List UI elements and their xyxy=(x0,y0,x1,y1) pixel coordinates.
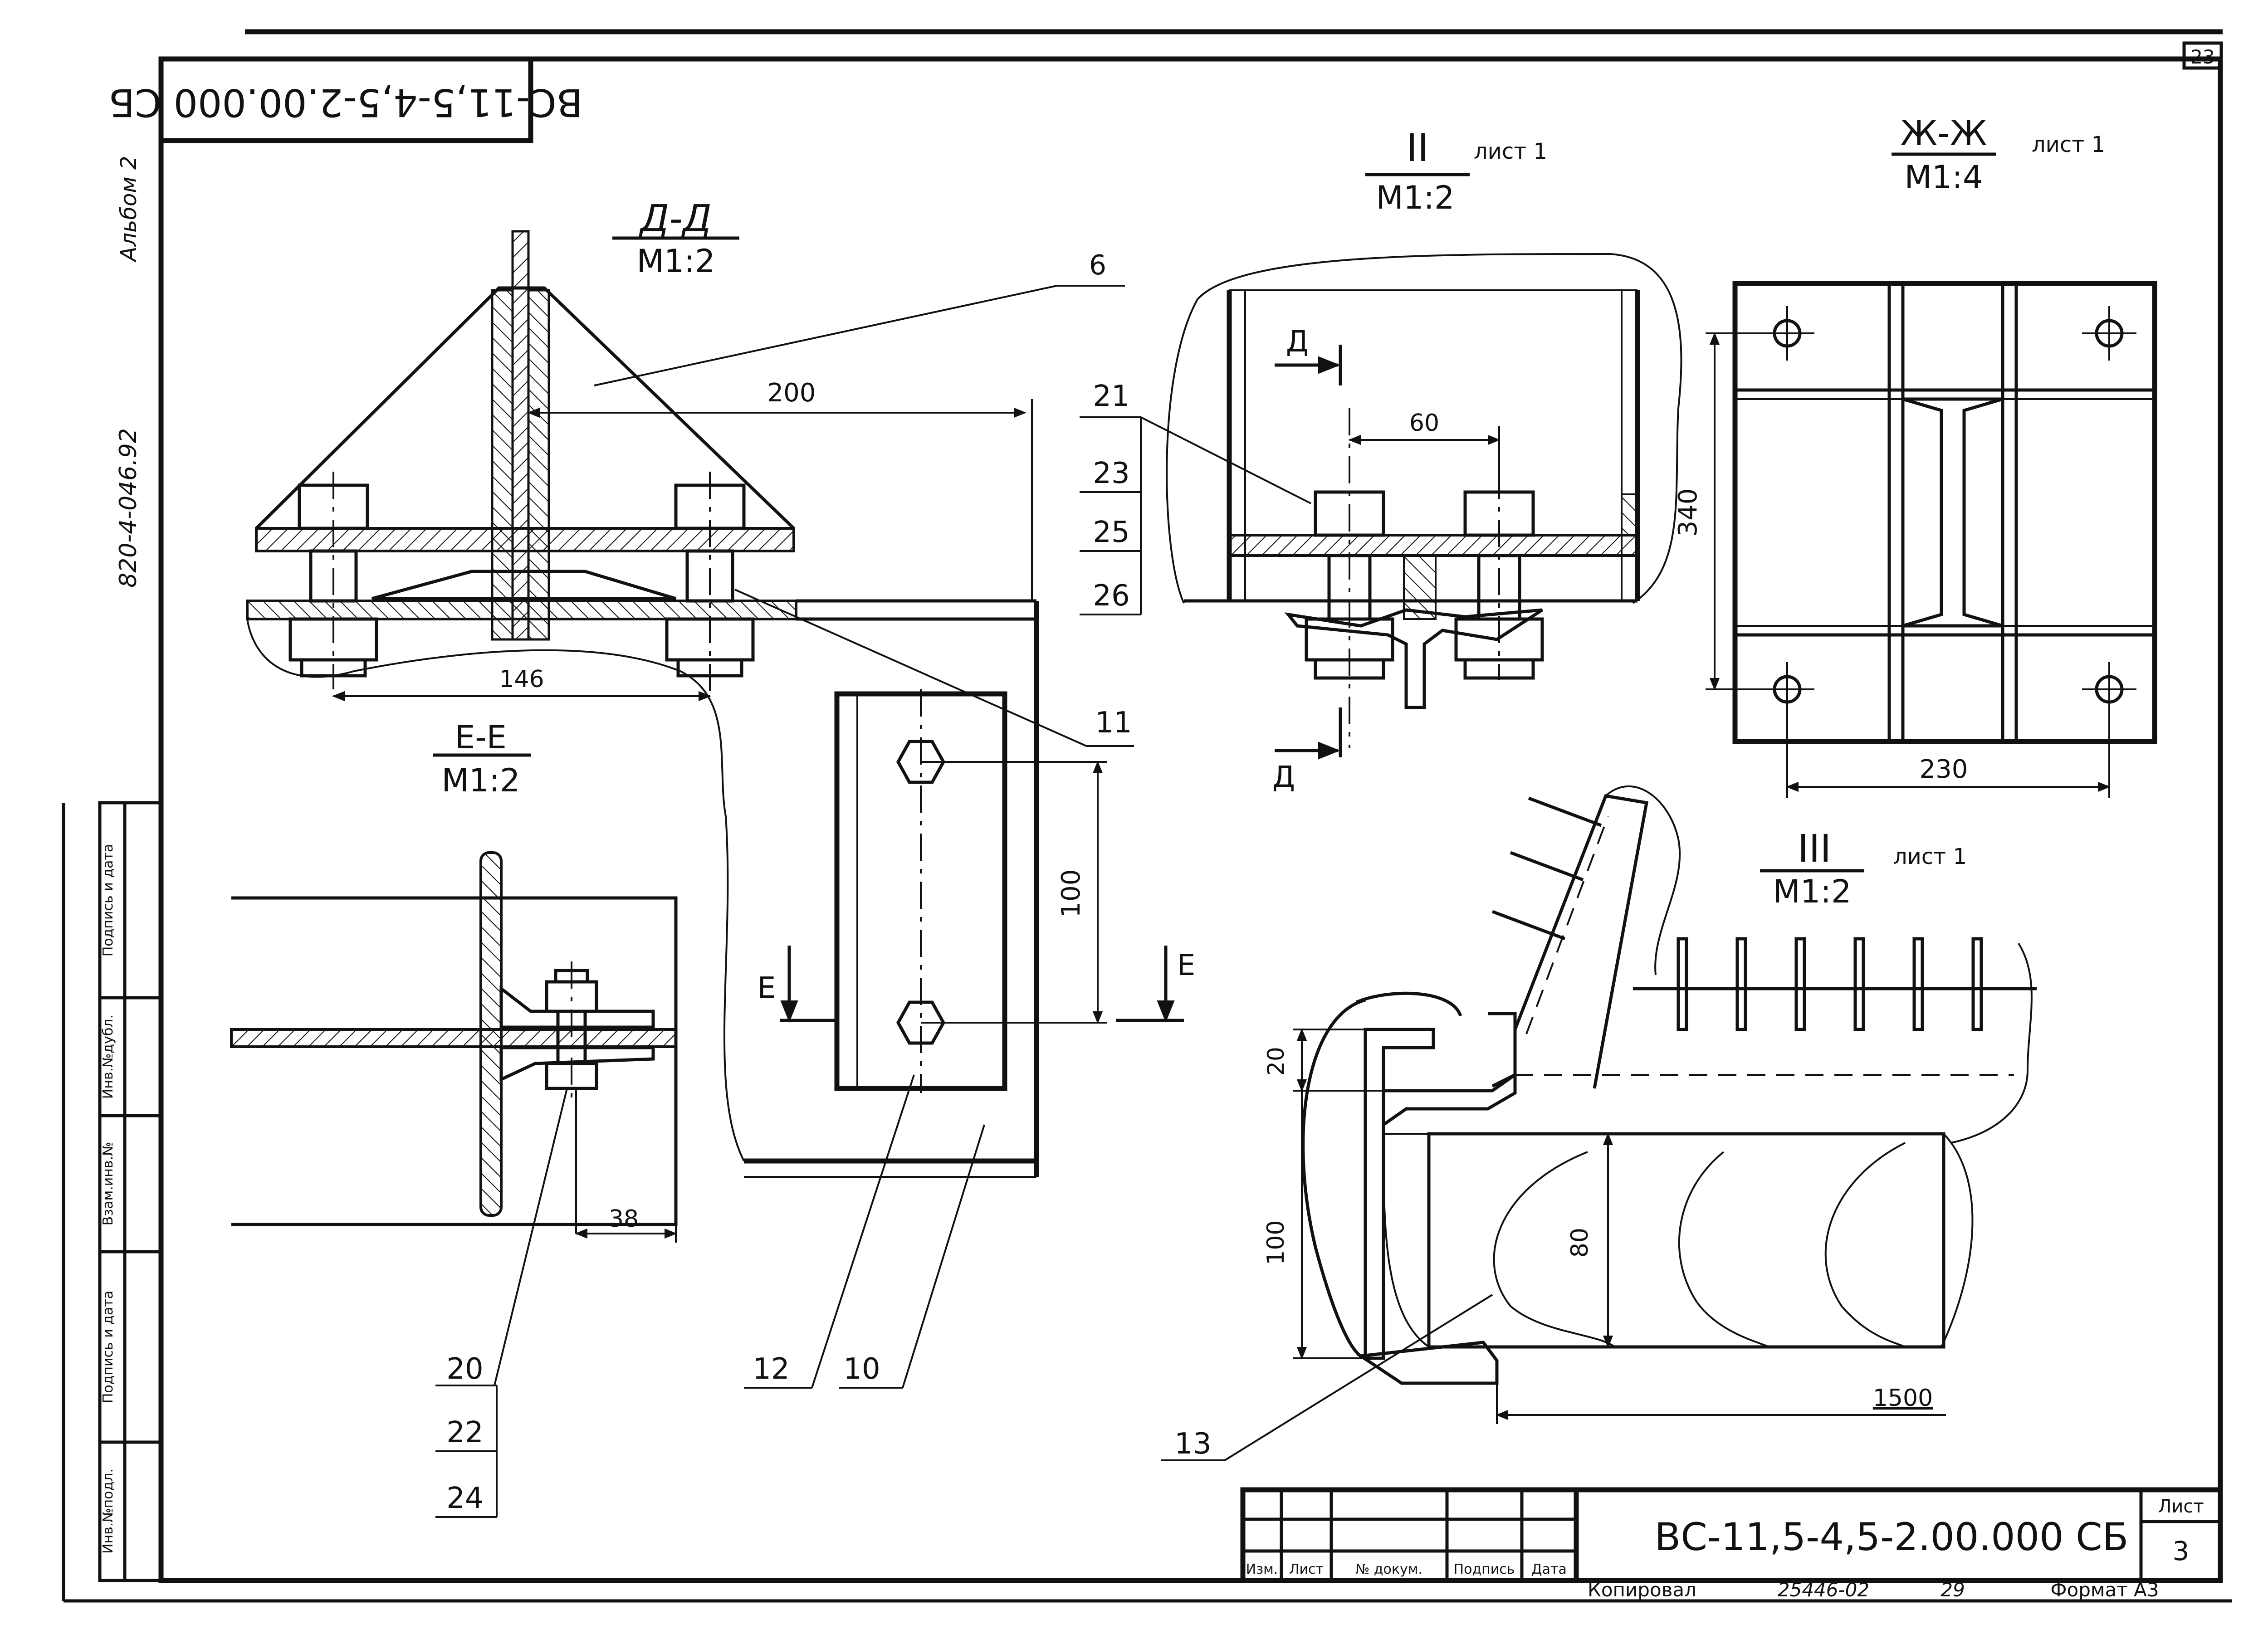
strip-label-inv-dubl: Инв.№дубл. xyxy=(100,1015,116,1099)
tb-format-label: Формат А3 xyxy=(2050,1579,2159,1601)
tb-col-dokum: № докум. xyxy=(1355,1561,1422,1577)
dim-20: 20 xyxy=(1263,1047,1289,1076)
view-ii-ref: лист 1 xyxy=(1474,139,1547,164)
callout-12: 12 xyxy=(753,1352,789,1386)
dd-bolt-right xyxy=(665,472,755,694)
tb-col-data: Дата xyxy=(1531,1561,1567,1577)
view-zhzh-ref: лист 1 xyxy=(2032,132,2105,157)
strip-label-sign-date-upper: Подпись и дата xyxy=(100,844,116,957)
sheet-corner-number: 23 xyxy=(2190,46,2214,68)
album-label: Альбом 2 xyxy=(116,156,142,263)
dim-100-plate: 100 xyxy=(1056,869,1086,918)
ee-flange xyxy=(479,851,503,1217)
hex-nut-bottom xyxy=(896,1000,946,1045)
zhzh-bolt-holes xyxy=(1760,306,2136,717)
tb-sheet-label: Лист xyxy=(2158,1496,2204,1517)
dim-200: 200 xyxy=(767,378,816,408)
strip-label-sign-date-lower: Подпись и дата xyxy=(100,1291,116,1404)
callout-21: 21 xyxy=(1093,380,1129,413)
section-mark-d-upper: Д xyxy=(1286,325,1309,359)
tb-col-podpis: Подпись xyxy=(1454,1561,1515,1577)
album-labels: Альбом 2 820-4-046.92 xyxy=(115,156,142,588)
view-section-dd: Д-Д М1:2 xyxy=(246,197,1134,1161)
tb-order-sheet: 29 xyxy=(1941,1579,1965,1601)
view-iii-ref: лист 1 xyxy=(1893,844,1967,869)
album-code: 820-4-046.92 xyxy=(115,428,142,588)
view-ii-scale: М1:2 xyxy=(1376,179,1454,216)
callout-10: 10 xyxy=(843,1352,880,1386)
iii-angle xyxy=(1364,1028,1435,1360)
callout-6: 6 xyxy=(1089,249,1106,281)
callout-13: 13 xyxy=(1174,1427,1211,1461)
dd-vertical-plate xyxy=(511,230,530,641)
tb-order-number: 25446-02 xyxy=(1778,1579,1869,1601)
ii-plate xyxy=(1228,534,1639,557)
dim-146: 146 xyxy=(499,666,544,693)
view-iii-title: III xyxy=(1798,826,1831,871)
dim-340: 340 xyxy=(1673,488,1703,537)
dim-60: 60 xyxy=(1409,410,1439,437)
dim-80: 80 xyxy=(1566,1228,1593,1258)
top-stamp: ВС-11,5-4,5-2.00.000 СБ xyxy=(109,56,583,143)
view-dd-scale: М1:2 xyxy=(636,243,715,280)
tb-sheet-number: 3 xyxy=(2173,1536,2190,1566)
view-detail-iii: III М1:2 лист 1 xyxy=(1161,785,2037,1461)
section-mark-d-lower: Д xyxy=(1272,761,1295,794)
view-ee-scale: М1:2 xyxy=(441,762,520,799)
view-ee-title: Е-Е xyxy=(455,719,507,756)
view-zhzh-scale: М1:4 xyxy=(1904,159,1983,196)
strip-label-vzam-inv: Взам.инв.№ xyxy=(100,1142,116,1226)
view-section-zhzh: Ж-Ж М1:4 лист 1 340 xyxy=(1673,113,2157,798)
ee-web xyxy=(230,1028,677,1048)
tb-designation: ВС-11,5-4,5-2.00.000 СБ xyxy=(1655,1515,2129,1559)
sheet-frame: 23 xyxy=(62,29,2232,1603)
callout-25: 25 xyxy=(1093,516,1129,549)
title-block: Изм. Лист № докум. Подпись Дата ВС-11,5-… xyxy=(1240,1487,2223,1601)
top-stamp-designation: ВС-11,5-4,5-2.00.000 СБ xyxy=(109,80,583,125)
side-plate-view: 100 Е Е 12 10 xyxy=(744,601,1195,1389)
view-ii-title: II xyxy=(1406,126,1429,170)
callout-20: 20 xyxy=(446,1352,483,1386)
dim-38: 38 xyxy=(609,1205,639,1233)
view-zhzh-title: Ж-Ж xyxy=(1900,113,1987,153)
dd-horizontal-plate xyxy=(255,527,795,552)
dim-230: 230 xyxy=(1920,755,1968,784)
iii-timber xyxy=(1427,1132,1945,1349)
strip-label-inv-podl: Инв.№подл. xyxy=(100,1468,116,1554)
view-iii-scale: М1:2 xyxy=(1773,873,1851,910)
callout-23: 23 xyxy=(1093,457,1129,490)
view-detail-ii: II М1:2 лист 1 60 xyxy=(1080,126,1682,794)
callout-26: 26 xyxy=(1093,579,1129,613)
section-mark-e-left: Е xyxy=(758,971,776,1005)
section-mark-e-right: Е xyxy=(1177,949,1195,982)
dd-bolt-left xyxy=(288,472,378,689)
view-section-ee: Е-Е М1:2 38 20 22 24 xyxy=(230,719,678,1518)
iii-pins xyxy=(1677,937,1983,1031)
callout-22: 22 xyxy=(446,1416,483,1449)
tb-copied-label: Копировал xyxy=(1588,1579,1696,1601)
tb-col-list: Лист xyxy=(1289,1561,1324,1577)
callout-24: 24 xyxy=(446,1482,483,1515)
tb-col-izm: Изм. xyxy=(1246,1561,1278,1577)
ii-bolt-right xyxy=(1454,472,1544,680)
ee-bolt xyxy=(545,961,598,1097)
view-dd-title: Д-Д xyxy=(639,197,712,240)
zhzh-i-beam xyxy=(1902,397,2003,628)
callout-11: 11 xyxy=(1095,706,1132,740)
approval-strip: Инв.№подл. Подпись и дата Взам.инв.№ Инв… xyxy=(98,801,163,1582)
ii-bolt-left xyxy=(1305,408,1394,748)
dim-1500: 1500 xyxy=(1873,1385,1933,1412)
dim-100-section: 100 xyxy=(1262,1220,1290,1265)
hex-nut-top xyxy=(896,740,946,784)
